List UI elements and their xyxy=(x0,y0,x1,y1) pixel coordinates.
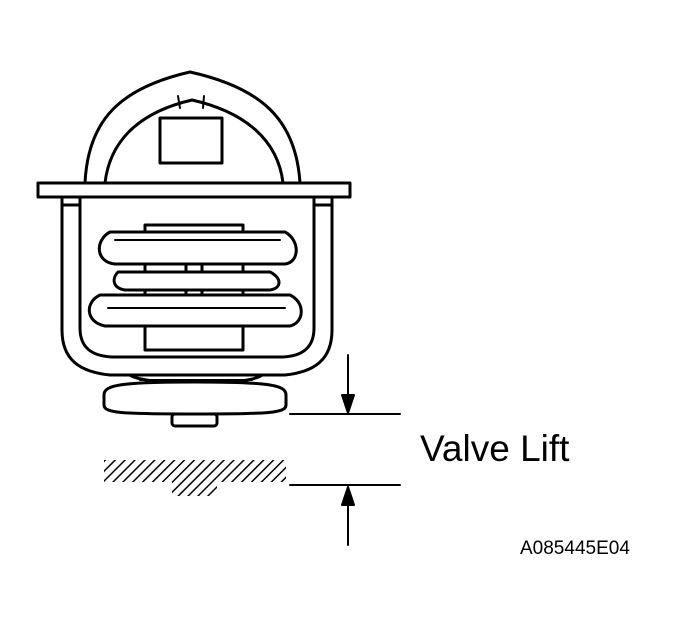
thermostat-flange xyxy=(36,181,352,199)
thermostat-dome xyxy=(83,70,302,185)
thermostat-valve-disc xyxy=(102,380,288,428)
valve-lift-dimension xyxy=(289,354,401,546)
valve-lift-label: Valve Lift xyxy=(420,428,570,469)
valve-seat xyxy=(104,460,286,496)
figure-code: A085445E04 xyxy=(520,538,630,559)
thermostat-spring xyxy=(87,230,303,328)
thermostat-frame xyxy=(60,195,334,377)
